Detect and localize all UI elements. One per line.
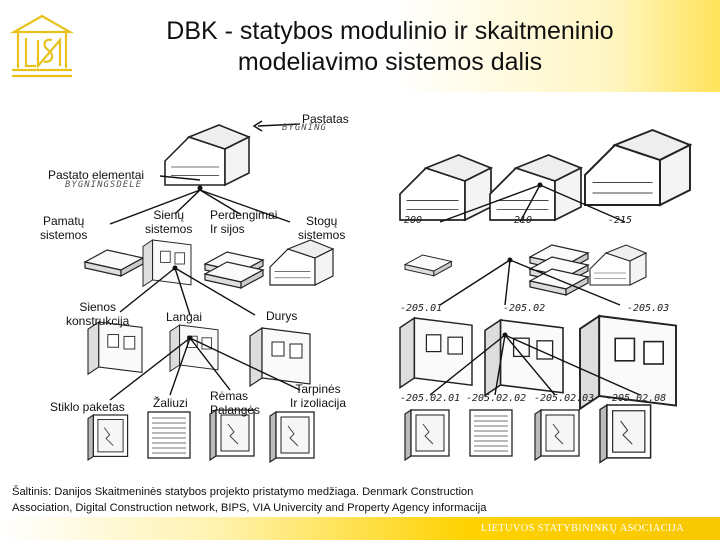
label-sienu-sistemos: Sienų sistemos: [145, 208, 192, 236]
code-205-02: -205.02: [503, 303, 545, 314]
scribble-bygning: BYGNING: [282, 123, 327, 133]
label-pamatu-line1: Pamatų: [40, 214, 87, 228]
footer-organization: LIETUVOS STATYBININKŲ ASOCIACIJA: [481, 523, 684, 534]
source-line-1: Šaltinis: Danijos Skaitmeninės statybos …: [12, 484, 612, 500]
label-remas-palanges: Rėmas Palangės: [210, 389, 260, 417]
code-210: -210: [508, 215, 532, 226]
label-zaliuzi: Žaliuzi: [153, 396, 188, 410]
label-sienu-line1: Sienų: [145, 208, 192, 222]
label-stogu-sistemos: Stogų sistemos: [298, 214, 345, 242]
code-205-02-08: -205.02.08: [606, 393, 666, 404]
label-sienu-line2: sistemos: [145, 222, 192, 236]
label-remas-line1: Rėmas: [210, 389, 260, 403]
label-sienos-konstrukcija: Sienos konstrukcija: [66, 300, 129, 328]
source-citation: Šaltinis: Danijos Skaitmeninės statybos …: [12, 484, 612, 516]
code-205-02-01: -205.02.01: [400, 393, 460, 404]
label-tarpines-line1: Tarpinės: [290, 382, 346, 396]
label-pamatu-line2: sistemos: [40, 228, 87, 242]
code-200: -200: [398, 215, 422, 226]
source-line-2: Association, Digital Construction networ…: [12, 500, 612, 516]
label-pamatu-sistemos: Pamatų sistemos: [40, 214, 87, 242]
label-stogu-line2: sistemos: [298, 228, 345, 242]
label-stogu-line1: Stogų: [298, 214, 345, 228]
code-215: -215: [608, 215, 632, 226]
code-205-02-03: -205.02.03: [534, 393, 594, 404]
label-stiklo-paketas: Stiklo paketas: [50, 400, 125, 414]
label-sienos-line2: konstrukcija: [66, 314, 129, 328]
code-205-02-02: -205.02.02: [466, 393, 526, 404]
label-remas-line2: Palangės: [210, 403, 260, 417]
label-perdengimai-line1: Perdengimai: [210, 208, 277, 222]
code-205-03: -205.03: [627, 303, 669, 314]
label-tarpines: Tarpinės Ir izoliacija: [290, 382, 346, 410]
label-perdengimai: Perdengimai Ir sijos: [210, 208, 277, 236]
footer-band: LIETUVOS STATYBININKŲ ASOCIACIJA: [0, 517, 720, 540]
label-perdengimai-line2: Ir sijos: [210, 222, 277, 236]
code-205-01: -205.01: [400, 303, 442, 314]
label-durys: Durys: [266, 309, 297, 323]
label-tarpines-line2: Ir izoliacija: [290, 396, 346, 410]
label-langai: Langai: [166, 310, 202, 324]
scribble-bygningsdele: BYGNINGSDELE: [65, 180, 142, 190]
label-sienos-line1: Sienos: [66, 300, 129, 314]
